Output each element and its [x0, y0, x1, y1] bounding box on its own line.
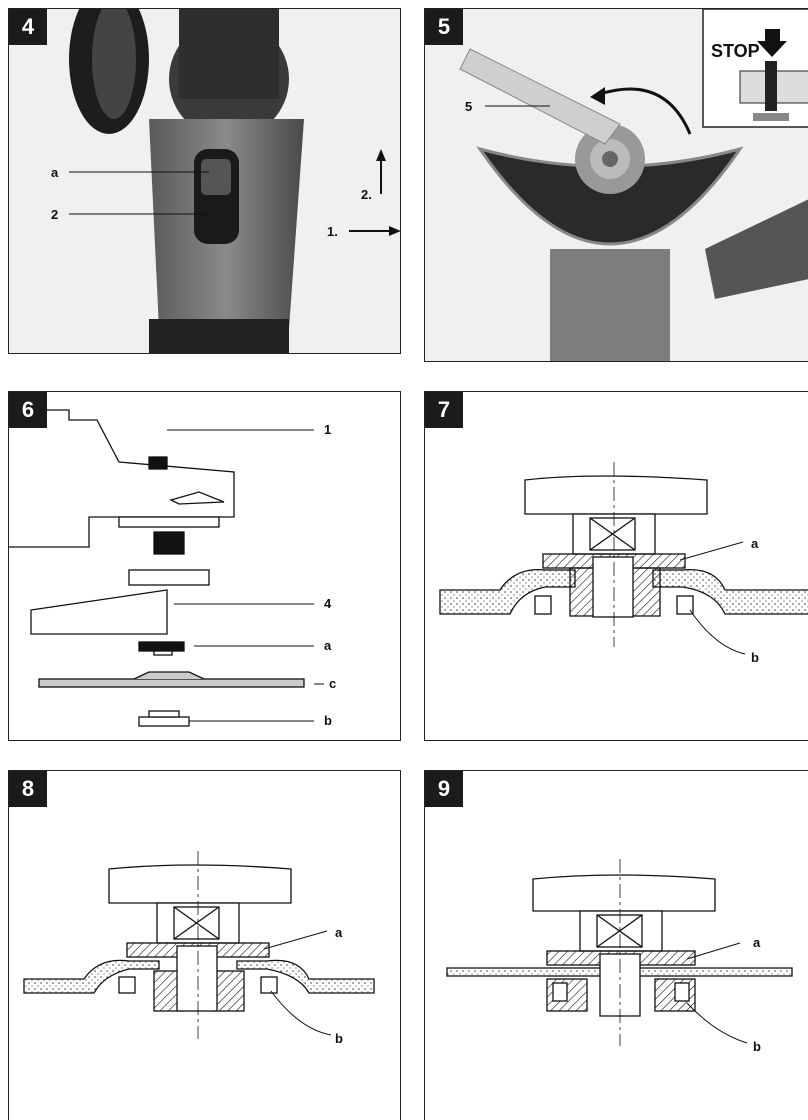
fig6-label-a: a — [324, 638, 332, 653]
fig6-label-4: 4 — [324, 596, 332, 611]
figure-7-diagram: a b — [439, 462, 808, 665]
figure-number-badge: 4 — [9, 9, 47, 45]
figure-6: 1 4 a c b 6 — [8, 391, 401, 741]
fig4-label-2: 2 — [51, 207, 58, 222]
fig4-label-step1: 1. — [327, 224, 338, 239]
figure-6-diagram: 1 4 a c b — [9, 409, 336, 728]
figure-number-badge: 5 — [425, 9, 463, 45]
fig5-stop-text: STOP — [711, 41, 760, 61]
figure-number-badge: 9 — [425, 771, 463, 807]
figure-8: a b 8 — [8, 770, 401, 1120]
figure-5-photo: 5 STOP — [425, 9, 808, 361]
fig6-label-b: b — [324, 713, 332, 728]
figure-9-diagram: a b — [446, 859, 793, 1054]
fig6-label-c: c — [329, 676, 336, 691]
fig9-label-a: a — [753, 935, 761, 950]
down-arrow-icon — [757, 29, 787, 57]
figure-9: a b 9 — [424, 770, 808, 1120]
fig4-label-step2: 2. — [361, 187, 372, 202]
fig7-label-b: b — [751, 650, 759, 665]
figure-5: 5 STOP 5 — [424, 8, 808, 362]
figure-8-diagram: a b — [23, 851, 375, 1046]
figure-number-badge: 8 — [9, 771, 47, 807]
figure-number-badge: 6 — [9, 392, 47, 428]
figure-4: a 2 2. 1. 4 — [8, 8, 401, 354]
fig5-label-5: 5 — [465, 99, 472, 114]
fig9-label-b: b — [753, 1039, 761, 1054]
figure-number-badge: 7 — [425, 392, 463, 428]
fig8-label-b: b — [335, 1031, 343, 1046]
fig8-label-a: a — [335, 925, 343, 940]
fig7-label-a: a — [751, 536, 759, 551]
figure-7: a b 7 — [424, 391, 808, 741]
fig4-label-a: a — [51, 165, 59, 180]
figure-4-photo: a 2 2. 1. — [9, 9, 400, 353]
fig6-label-1: 1 — [324, 422, 331, 437]
